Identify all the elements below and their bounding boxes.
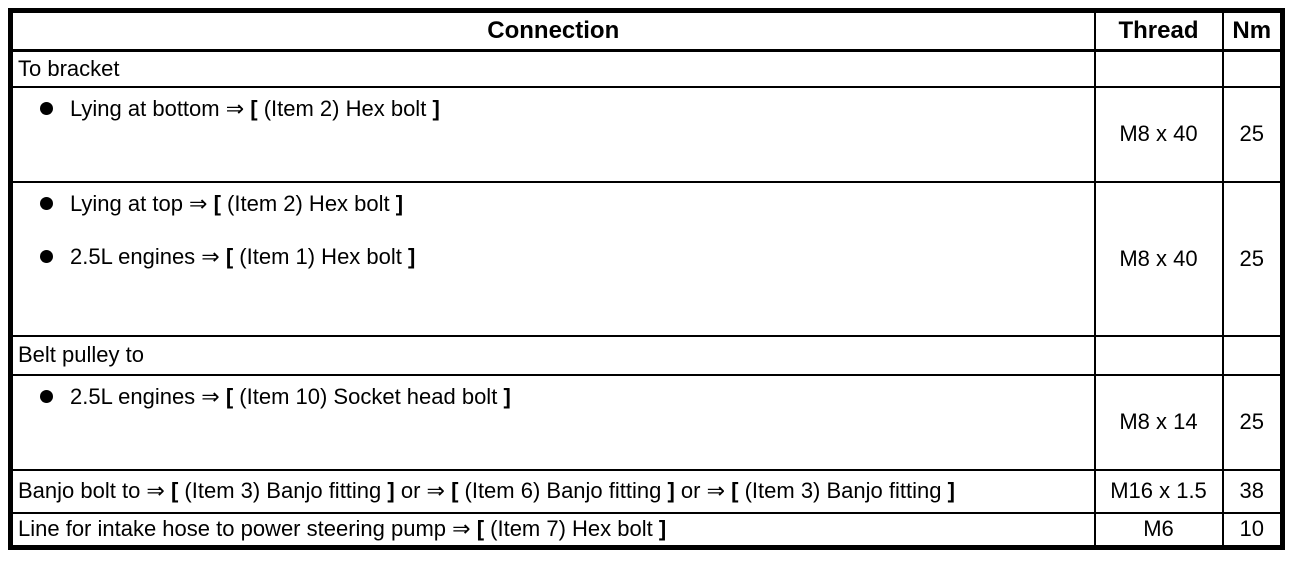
table-row-lying-at-top: Lying at top ⇒ [ (Item 2) Hex bolt ] 2.5… <box>9 180 1284 337</box>
bullet-icon <box>40 197 53 210</box>
table-row-banjo-bolt: Banjo bolt to ⇒ [ (Item 3) Banjo fitting… <box>9 468 1284 514</box>
connection-cell: Belt pulley to <box>9 334 1096 376</box>
thread-cell <box>1093 334 1224 376</box>
thread-cell: M6 <box>1093 511 1224 549</box>
connection-cell: Line for intake hose to power steering p… <box>9 511 1096 549</box>
connection-cell: 2.5L engines ⇒ [ (Item 10) Socket head b… <box>9 373 1096 471</box>
connection-text: Banjo bolt to ⇒ [ (Item 3) Banjo fitting… <box>18 478 955 503</box>
thread-cell: M8 x 14 <box>1093 373 1224 471</box>
thread-cell: M8 x 40 <box>1093 180 1224 337</box>
thread-cell: M8 x 40 <box>1093 85 1224 183</box>
connection-text: To bracket <box>18 55 120 81</box>
nm-cell: 10 <box>1221 511 1284 549</box>
connection-cell: To bracket <box>9 49 1096 88</box>
connection-cell: Banjo bolt to ⇒ [ (Item 3) Banjo fitting… <box>9 468 1096 514</box>
column-header-nm: Nm <box>1221 9 1284 52</box>
bullet-line: 2.5L engines ⇒ [ (Item 1) Hex bolt ] <box>18 243 1090 271</box>
table-header-row: Connection Thread Nm <box>9 9 1284 52</box>
nm-cell <box>1221 334 1284 376</box>
bullet-icon <box>40 102 53 115</box>
nm-cell: 38 <box>1221 468 1284 514</box>
table-row-lying-at-bottom: Lying at bottom ⇒ [ (Item 2) Hex bolt ] … <box>9 85 1284 183</box>
thread-cell <box>1093 49 1224 88</box>
table-row-intake-hose-line: Line for intake hose to power steering p… <box>9 511 1284 549</box>
bullet-icon <box>40 390 53 403</box>
nm-cell: 25 <box>1221 373 1284 471</box>
column-header-thread: Thread <box>1093 9 1224 52</box>
table-row-belt-pulley-engines: 2.5L engines ⇒ [ (Item 10) Socket head b… <box>9 373 1284 471</box>
column-header-connection: Connection <box>9 9 1096 52</box>
connection-text: Belt pulley to <box>18 342 144 367</box>
connection-cell: Lying at top ⇒ [ (Item 2) Hex bolt ] 2.5… <box>9 180 1096 337</box>
table-row-belt-pulley-to: Belt pulley to <box>9 334 1284 376</box>
connection-text: Lying at top ⇒ [ (Item 2) Hex bolt ] <box>70 190 404 216</box>
bullet-line: 2.5L engines ⇒ [ (Item 10) Socket head b… <box>18 383 1090 411</box>
bullet-line: Lying at top ⇒ [ (Item 2) Hex bolt ] <box>18 190 1090 218</box>
torque-spec-table: Connection Thread Nm To bracket Lying at… <box>8 8 1285 550</box>
connection-text: Lying at bottom ⇒ [ (Item 2) Hex bolt ] <box>70 95 440 121</box>
table-row-to-bracket: To bracket <box>9 49 1284 88</box>
connection-text: Line for intake hose to power steering p… <box>18 516 667 542</box>
nm-cell: 25 <box>1221 85 1284 183</box>
nm-cell: 25 <box>1221 180 1284 337</box>
bullet-icon <box>40 250 53 263</box>
nm-cell <box>1221 49 1284 88</box>
connection-text: 2.5L engines ⇒ [ (Item 1) Hex bolt ] <box>70 243 416 269</box>
connection-cell: Lying at bottom ⇒ [ (Item 2) Hex bolt ] <box>9 85 1096 183</box>
connection-text: 2.5L engines ⇒ [ (Item 10) Socket head b… <box>70 383 511 409</box>
bullet-line: Lying at bottom ⇒ [ (Item 2) Hex bolt ] <box>18 95 1090 123</box>
thread-cell: M16 x 1.5 <box>1093 468 1224 514</box>
